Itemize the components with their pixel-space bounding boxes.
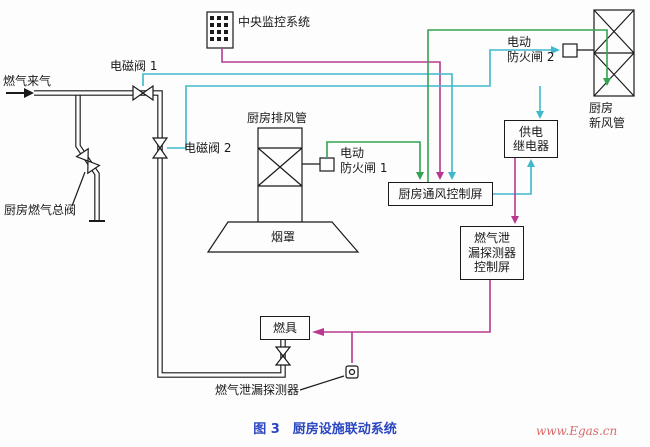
signal-line-valve1	[142, 73, 453, 178]
signal-line-panel-to-relay	[493, 162, 532, 195]
exhaust-duct-label: 厨房排风管	[247, 111, 308, 125]
figure-caption: 图 3 厨房设施联动系统	[253, 422, 397, 437]
solenoid-valve-1-label: 电磁阀 1	[110, 59, 158, 73]
fresh-air-duct-label: 厨房 新风管	[589, 101, 626, 130]
signal-line-relay-feed-arrow	[536, 111, 544, 119]
fresh-air-duct-bracing	[593, 9, 635, 97]
signal-line-leak-panel-to-burner	[317, 280, 491, 333]
signal-line-panel-to-relay-arrow	[527, 159, 535, 167]
fire-damper-1-label: 电动 防火闸 1	[340, 146, 388, 175]
fire-damper-2-icon	[562, 43, 578, 58]
burner-valve-icon	[274, 346, 292, 366]
gas-leak-detector-label: 燃气泄漏探测器	[215, 383, 300, 397]
gas-leak-detector-icon-dot	[348, 368, 356, 376]
smoke-hood-label: 烟罩	[271, 230, 296, 244]
signal-line-freshair	[427, 29, 608, 182]
fire-damper-2-label: 电动 防火闸 2	[507, 35, 555, 64]
signal-line-valve2	[167, 49, 557, 149]
solenoid-valve-2-icon	[151, 137, 169, 159]
gas-leak-detector-icon	[345, 365, 359, 379]
exhaust-duct-bracing	[257, 147, 303, 187]
solenoid-valve-2-label: 电磁阀 2	[184, 141, 232, 155]
solenoid-valve-1-icon	[132, 84, 154, 102]
ventilation-control-panel: 厨房通风控制屏	[388, 182, 493, 206]
exhaust-duct	[257, 127, 303, 223]
signal-line-valve2-arrow	[551, 46, 560, 54]
signal-line-valve1-arrow	[448, 172, 456, 180]
main-valve-leader-line	[71, 171, 86, 207]
signal-line-damper1	[326, 141, 421, 178]
smoke-hood-shape	[206, 221, 360, 253]
signal-line-leak-panel-to-burner-arrow	[312, 328, 324, 336]
signal-line-damper1-arrow	[416, 172, 424, 180]
signal-line-monitoring	[221, 48, 441, 178]
fire-damper-1-icon	[319, 157, 335, 172]
gas-leak-control-panel: 燃气泄 漏探测器 控制屏	[460, 226, 524, 280]
main-gas-valve-icon	[75, 147, 101, 175]
main-gas-valve-label: 厨房燃气总阀	[4, 203, 77, 217]
gas-inlet-label: 燃气来气	[3, 74, 52, 88]
detector-leader-line	[299, 375, 345, 391]
signal-line-relay-to-leak-panel-arrow	[511, 216, 519, 224]
watermark: www.Egas.cn	[536, 424, 618, 438]
power-relay: 供电 继电器	[504, 120, 558, 158]
signal-line-monitoring-arrow	[436, 172, 444, 180]
burner: 燃具	[260, 316, 310, 340]
central-monitoring-icon-dots	[210, 16, 228, 41]
gas-inlet-arrow	[24, 88, 34, 98]
central-monitoring-label: 中央监控系统	[238, 15, 311, 29]
signal-line-freshair-arrow	[603, 78, 611, 86]
